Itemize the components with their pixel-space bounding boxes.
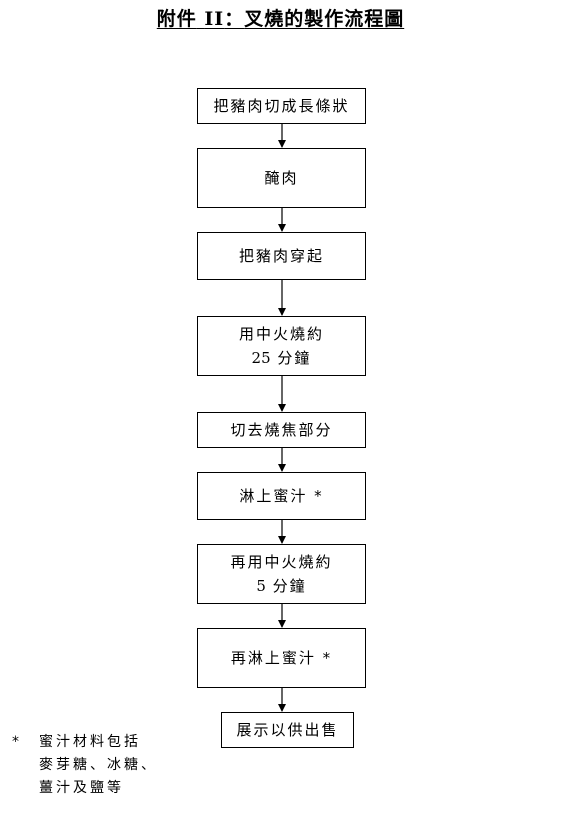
footnote-line-1: 蜜汁材料包括 [39, 734, 141, 750]
step-text: 把豬肉穿起 [238, 247, 324, 265]
step-text: 淋上蜜汁 [239, 487, 308, 505]
step-text: 展示以供出售 [236, 721, 339, 739]
page-title: 附件 II：叉燒的製作流程圖 [0, 4, 561, 31]
step-unit: 分鐘 [277, 349, 312, 367]
step-footnote-mark: * [322, 649, 333, 667]
title-prefix: 附件 [156, 8, 197, 30]
title-roman: II [204, 8, 225, 30]
title-separator: ： [224, 8, 245, 30]
step-box-3: 把豬肉穿起 [197, 232, 366, 280]
step-text: 再用中火燒約 [230, 553, 333, 571]
footnote-line-3: 薑汁及鹽等 [39, 780, 124, 796]
step-box-7: 再用中火燒約 5 分鐘 [197, 544, 366, 604]
step-number: 5 [256, 577, 266, 595]
step-box-1: 把豬肉切成長條狀 [197, 88, 366, 124]
step-text: 醃肉 [264, 169, 299, 187]
step-number: 25 [251, 349, 271, 367]
step-box-6: 淋上蜜汁 * [197, 472, 366, 520]
step-box-5: 切去燒焦部分 [197, 412, 366, 448]
footnote-line-2: 麥芽糖、冰糖、 [39, 757, 158, 773]
step-footnote-mark: * [314, 487, 324, 505]
step-text: 再淋上蜜汁 [230, 649, 316, 667]
footnote-mark: * [12, 734, 22, 750]
step-box-8: 再淋上蜜汁 * [197, 628, 366, 688]
step-box-9: 展示以供出售 [221, 712, 354, 748]
step-unit: 分鐘 [272, 577, 307, 595]
step-text: 把豬肉切成長條狀 [213, 97, 350, 115]
step-box-2: 醃肉 [197, 148, 366, 208]
step-box-4: 用中火燒約 25 分鐘 [197, 316, 366, 376]
title-main: 叉燒的製作流程圖 [244, 8, 405, 30]
step-text: 用中火燒約 [238, 325, 324, 343]
step-text: 切去燒焦部分 [230, 421, 333, 439]
